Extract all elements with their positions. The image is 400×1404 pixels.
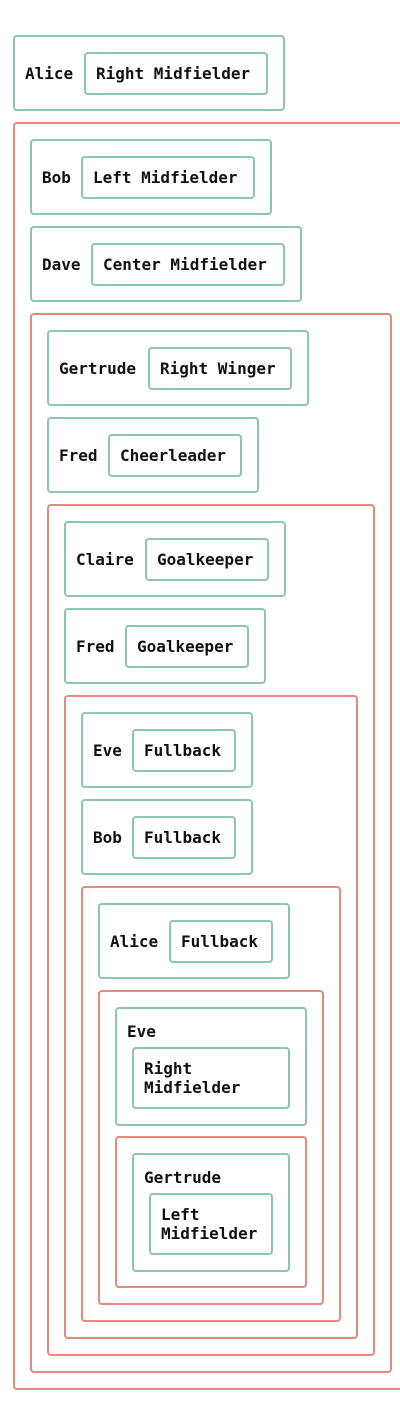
- group-level-3: [47, 504, 375, 1356]
- player-name: Fred: [59, 446, 98, 465]
- position-box: [81, 156, 255, 199]
- player-name: Gertrude: [144, 1168, 222, 1187]
- player-name: Eve: [93, 741, 122, 760]
- position-label: Left Midfielder: [93, 168, 238, 187]
- player-card: [30, 139, 272, 215]
- position-box: [132, 729, 236, 772]
- group-level-2: [30, 313, 392, 1373]
- player-card: [64, 608, 266, 684]
- position-box: [145, 538, 269, 581]
- position-label: Cheerleader: [120, 446, 226, 465]
- position-label: Fullback: [144, 741, 222, 760]
- position-label: Left Midfielder: [161, 1205, 258, 1243]
- position-box: [169, 920, 273, 963]
- position-label: Center Midfielder: [103, 255, 267, 274]
- position-box: [91, 243, 285, 286]
- position-label: Goalkeeper: [157, 550, 254, 569]
- player-name: Dave: [42, 255, 81, 274]
- position-label: Goalkeeper: [137, 637, 234, 656]
- position-label: Fullback: [144, 828, 222, 847]
- position-box: [148, 347, 292, 390]
- player-card: [30, 226, 302, 302]
- player-card: [81, 799, 253, 875]
- position-label: Right Winger: [160, 359, 276, 378]
- group-level-4: [64, 695, 358, 1339]
- position-label: Fullback: [181, 932, 259, 951]
- player-card: [64, 521, 286, 597]
- player-card: [81, 712, 253, 788]
- player-card: [98, 903, 290, 979]
- player-card: [13, 35, 285, 111]
- position-label: Right Midfielder: [96, 64, 251, 83]
- group-level-1: [13, 122, 400, 1390]
- position-box: [108, 434, 242, 477]
- player-card: [47, 417, 259, 493]
- player-name: Bob: [93, 828, 122, 847]
- player-card: [115, 1007, 307, 1126]
- player-name: Fred: [76, 637, 115, 656]
- position-box: [125, 625, 249, 668]
- player-name: Eve: [127, 1022, 156, 1041]
- position-box: [149, 1193, 273, 1255]
- position-box: [132, 1047, 290, 1109]
- position-box: [84, 52, 268, 95]
- group-level-5: [81, 886, 341, 1322]
- group-level-7: [115, 1136, 307, 1288]
- player-name: Gertrude: [59, 359, 137, 378]
- group-level-6: [98, 990, 324, 1305]
- player-name: Bob: [42, 168, 71, 187]
- player-card: [132, 1153, 290, 1272]
- player-name: Alice: [110, 932, 159, 951]
- player-name: Claire: [76, 550, 134, 569]
- position-label: Right Midfielder: [144, 1059, 241, 1097]
- position-box: [132, 816, 236, 859]
- player-card: [47, 330, 309, 406]
- player-name: Alice: [25, 64, 74, 83]
